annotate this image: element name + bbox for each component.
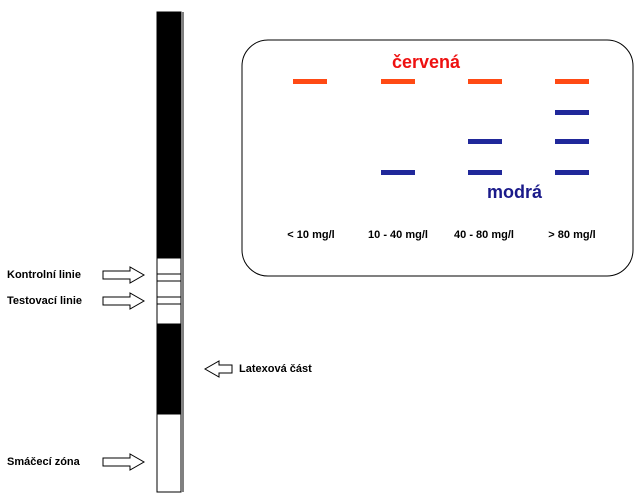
latex-section bbox=[157, 324, 181, 414]
concentration-label-2: 10 - 40 mg/l bbox=[368, 229, 428, 241]
blue-caption: modrá bbox=[487, 182, 543, 202]
concentration-label-4: > 80 mg/l bbox=[548, 229, 596, 241]
red-caption: červená bbox=[392, 52, 461, 72]
red-line-bar bbox=[555, 79, 589, 84]
red-line-bar bbox=[381, 79, 415, 84]
concentration-label-3: 40 - 80 mg/l bbox=[454, 229, 514, 241]
arrow-latex-part bbox=[203, 360, 233, 378]
control-line-label: Kontrolní linie bbox=[7, 269, 81, 281]
test-line-label: Testovací linie bbox=[7, 295, 82, 307]
red-line-bar bbox=[293, 79, 327, 84]
wetting-section bbox=[156, 413, 182, 493]
legend-box bbox=[241, 39, 634, 277]
arrow-control-line bbox=[102, 266, 146, 284]
arrow-test-line bbox=[102, 292, 146, 310]
blue-line-bar bbox=[555, 170, 589, 175]
blue-line-bar bbox=[555, 110, 589, 115]
latex-part-label: Latexová část bbox=[239, 363, 312, 375]
test-strip bbox=[156, 11, 184, 493]
blue-line-bar bbox=[555, 139, 589, 144]
wetting-zone-label: Smáčecí zóna bbox=[7, 456, 80, 468]
concentration-label-1: < 10 mg/l bbox=[287, 229, 335, 241]
red-line-bar bbox=[468, 79, 502, 84]
arrow-wetting-zone bbox=[102, 453, 146, 471]
blue-line-bar bbox=[468, 139, 502, 144]
blue-line-bar bbox=[381, 170, 415, 175]
blue-line-bar bbox=[468, 170, 502, 175]
